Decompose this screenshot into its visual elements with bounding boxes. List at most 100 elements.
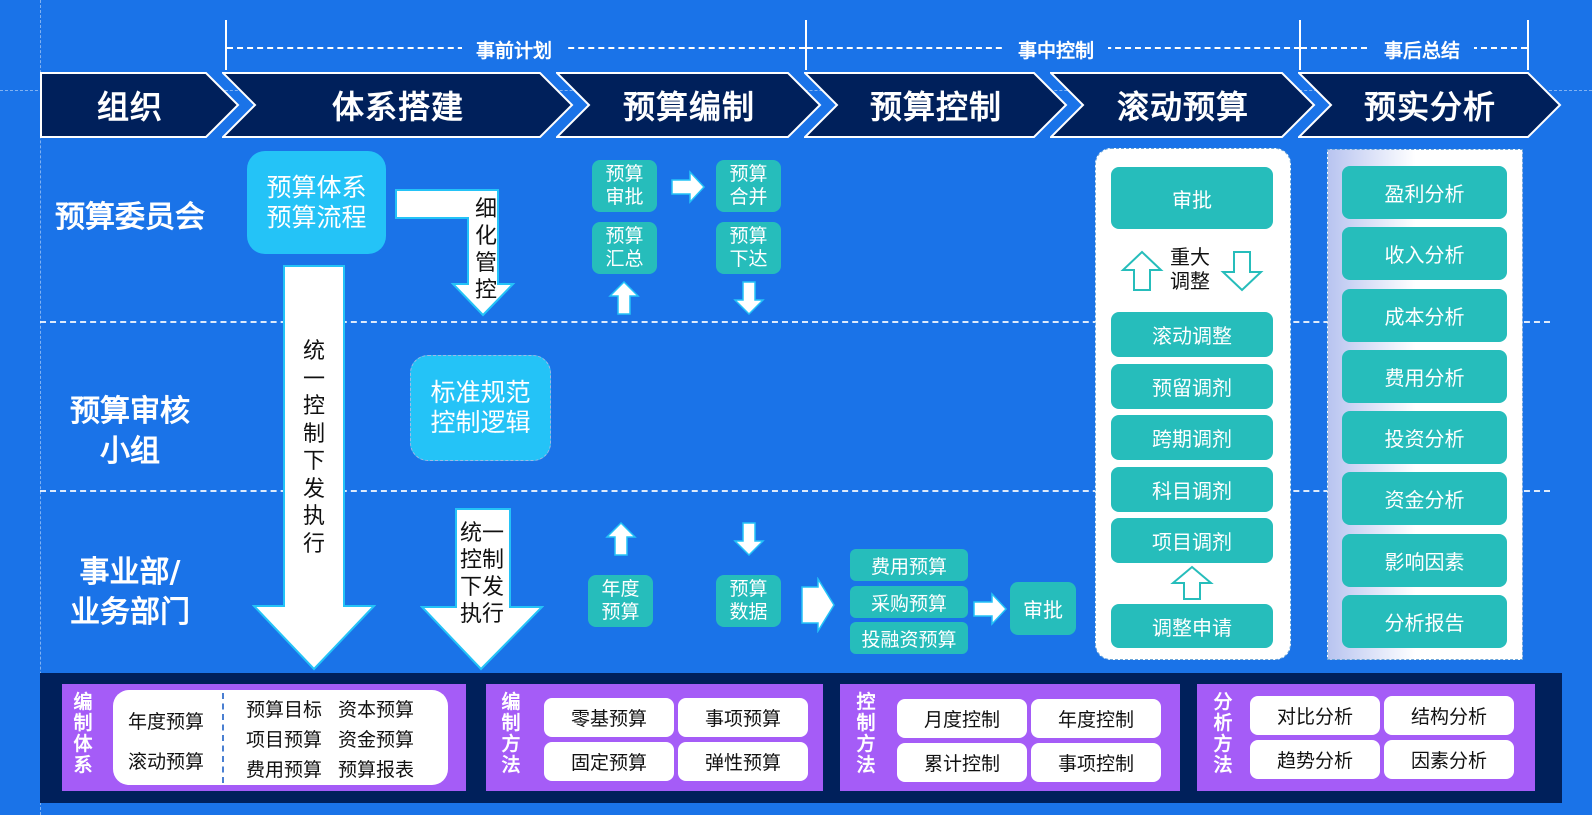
chevron-right-icon [801, 577, 835, 633]
text-line: 控制 [459, 548, 504, 573]
box-line: 预算 [605, 225, 644, 247]
stage-label: 预算控制 [869, 88, 1002, 126]
box-line: 标准规范 [430, 378, 531, 407]
char: 执 [302, 504, 325, 529]
char: 制 [73, 712, 93, 734]
lane-label-review-group: 预算审核 小组 [40, 392, 220, 472]
monthly-control: 月度控制 [897, 699, 1027, 738]
stage-budget-compile: 预算编制 [556, 72, 822, 138]
char: 控 [474, 278, 497, 303]
card-divider [222, 693, 224, 783]
arrow-right-icon [973, 592, 1008, 626]
budget-summary-box: 预算汇总 [592, 222, 657, 274]
factor-analysis: 因素分析 [1384, 740, 1514, 779]
stage-rolling-budget: 滚动预算 [1050, 72, 1316, 138]
lane-separator [40, 321, 1550, 323]
char: 发 [302, 476, 325, 502]
lane-separator [40, 490, 1550, 492]
arrow-down-icon [733, 281, 765, 316]
rolling-budget-item: 滚动预算 [128, 751, 205, 773]
box-line: 数据 [729, 601, 768, 623]
stage-organization: 组织 [40, 72, 240, 138]
chevron-shape [556, 72, 822, 138]
lane-label-line: 预算审核 [70, 394, 190, 429]
chevron-shape [1298, 72, 1562, 138]
lane-label-business-dept: 事业部/ 业务部门 [40, 553, 220, 633]
box-line: 年度 [601, 578, 640, 600]
item-budget: 事项预算 [678, 698, 808, 737]
account-adjust-box: 科目调剂 [1111, 467, 1273, 512]
major-adjust-text: 重大 调整 [1170, 245, 1216, 293]
unified-control-long-text: 统 一 控 制 下 发 执 行 [299, 338, 329, 558]
refine-control-text: 细 化 管 控 [472, 196, 500, 304]
procurement-budget-box: 采购预算 [850, 586, 968, 618]
impact-factors-box: 影响因素 [1342, 534, 1507, 587]
control-approve-box: 审批 [1010, 582, 1076, 635]
lane-label-line: 预算委员会 [55, 200, 205, 235]
comparison-analysis: 对比分析 [1250, 696, 1380, 735]
text-line: 下发 [459, 575, 504, 600]
phase-label-post: 事后总结 [1370, 36, 1475, 63]
arrow-up-icon [608, 280, 640, 315]
chevron-shape [1050, 72, 1316, 138]
lane-label-committee: 预算委员会 [40, 198, 220, 238]
char: 行 [302, 531, 325, 557]
char: 一 [302, 366, 325, 392]
text-line: 调整 [1170, 269, 1210, 293]
unified-control-long-arrow [252, 265, 376, 671]
stage-actual-analysis: 预实分析 [1298, 72, 1562, 138]
fixed-budget: 固定预算 [544, 742, 674, 781]
phase-tick [1299, 20, 1301, 70]
box-line: 预算 [605, 163, 644, 185]
budget-data-box: 预算数据 [716, 575, 781, 627]
lane-label-line: 业务部门 [70, 595, 190, 630]
structure-analysis: 结构分析 [1384, 696, 1514, 735]
chevron-shape [40, 72, 240, 138]
char: 系 [73, 754, 93, 776]
phase-tick [1527, 20, 1529, 70]
char: 析 [1213, 712, 1233, 734]
stage-label: 体系搭建 [331, 88, 464, 126]
text-line: 统一 [459, 521, 504, 546]
guide-line-vertical [40, 0, 41, 815]
char: 制 [501, 712, 521, 734]
lane-label-line: 事业部/ [79, 555, 181, 590]
chevron-shape [222, 72, 574, 138]
stage-label: 预实分析 [1363, 88, 1496, 126]
text-line: 执行 [459, 602, 504, 627]
standards-logic-box: 标准规范 控制逻辑 [410, 355, 551, 461]
stage-label: 组织 [96, 88, 163, 126]
box-line: 预算 [729, 225, 768, 247]
compile-system-title: 编 制 体 系 [72, 692, 94, 776]
char: 控 [302, 394, 325, 419]
arrow-down-icon [733, 522, 765, 557]
char: 控 [856, 691, 876, 713]
char: 编 [73, 691, 93, 713]
expense-budget-item: 费用预算 [246, 759, 323, 781]
investment-analysis-box: 投资分析 [1342, 411, 1507, 464]
cross-period-adjust-box: 跨期调剂 [1111, 415, 1273, 460]
compile-system-card [113, 690, 448, 785]
unified-control-short-arrow [420, 508, 544, 671]
char: 统 [302, 339, 325, 364]
lane-label-line: 小组 [100, 434, 160, 469]
box-line: 汇总 [605, 248, 644, 270]
analysis-methods-title: 分 析 方 法 [1212, 692, 1234, 776]
phase-tick [805, 20, 807, 70]
text-line: 重大 [1170, 245, 1210, 269]
project-budget-item: 项目预算 [246, 729, 323, 751]
char: 方 [856, 733, 876, 755]
phase-label-mid: 事中控制 [1004, 36, 1109, 63]
flexible-budget: 弹性预算 [678, 742, 808, 781]
stage-system-build: 体系搭建 [222, 72, 574, 138]
box-line: 预算 [729, 163, 768, 185]
project-adjust-box: 项目调剂 [1111, 518, 1273, 563]
box-line: 下达 [729, 248, 768, 270]
annual-budget-item: 年度预算 [128, 711, 205, 733]
fund-budget-item: 资金预算 [338, 729, 415, 751]
box-line: 预算 [601, 601, 640, 623]
phase-label-pre: 事前计划 [462, 36, 567, 63]
trend-analysis: 趋势分析 [1250, 740, 1380, 779]
expense-budget-box: 费用预算 [850, 549, 968, 581]
profit-analysis-box: 盈利分析 [1342, 166, 1507, 219]
